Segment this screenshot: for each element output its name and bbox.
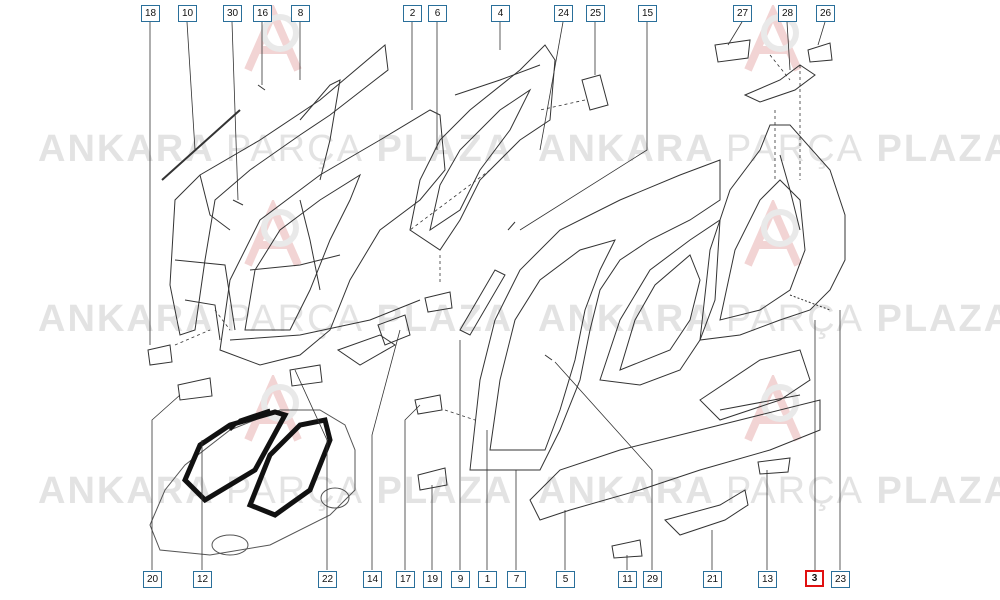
- watermark-logo-icon: [244, 5, 302, 72]
- callout-17[interactable]: 17: [396, 571, 415, 588]
- callout-27[interactable]: 27: [733, 5, 752, 22]
- callout-10[interactable]: 10: [178, 5, 197, 22]
- callout-7[interactable]: 7: [507, 571, 526, 588]
- callout-6[interactable]: 6: [428, 5, 447, 22]
- watermark-brand: ANKARA PARÇA PLAZA: [38, 128, 514, 170]
- callout-1[interactable]: 1: [478, 571, 497, 588]
- callout-18[interactable]: 18: [141, 5, 160, 22]
- callout-20[interactable]: 20: [143, 571, 162, 588]
- watermark-logo-icon: [244, 200, 302, 267]
- watermark-logo-icon: [744, 200, 802, 267]
- watermark-brand: ANKARA PARÇA PLAZA: [538, 128, 1000, 170]
- callout-25[interactable]: 25: [586, 5, 605, 22]
- callout-22[interactable]: 22: [318, 571, 337, 588]
- callout-3-highlighted[interactable]: 3: [805, 570, 824, 587]
- watermark-brand: ANKARA PARÇA PLAZA: [538, 298, 1000, 340]
- callout-19[interactable]: 19: [423, 571, 442, 588]
- watermark-brand: ANKARA PARÇA PLAZA: [38, 470, 514, 512]
- callout-16[interactable]: 16: [253, 5, 272, 22]
- callout-23[interactable]: 23: [831, 571, 850, 588]
- callout-4[interactable]: 4: [491, 5, 510, 22]
- callout-29[interactable]: 29: [643, 571, 662, 588]
- callout-11[interactable]: 11: [618, 571, 637, 588]
- callout-5[interactable]: 5: [556, 571, 575, 588]
- watermark-logo-icon: [744, 375, 802, 442]
- callout-12[interactable]: 12: [193, 571, 212, 588]
- callout-8[interactable]: 8: [291, 5, 310, 22]
- callout-28[interactable]: 28: [778, 5, 797, 22]
- callout-24[interactable]: 24: [554, 5, 573, 22]
- watermark-brand: ANKARA PARÇA PLAZA: [538, 470, 1000, 512]
- callout-21[interactable]: 21: [703, 571, 722, 588]
- car-thumbnail: [149, 408, 356, 556]
- callout-9[interactable]: 9: [451, 571, 470, 588]
- callout-13[interactable]: 13: [758, 571, 777, 588]
- callout-26[interactable]: 26: [816, 5, 835, 22]
- callout-2[interactable]: 2: [403, 5, 422, 22]
- callout-14[interactable]: 14: [363, 571, 382, 588]
- callout-15[interactable]: 15: [638, 5, 657, 22]
- watermark-brand: ANKARA PARÇA PLAZA: [38, 298, 514, 340]
- callout-30[interactable]: 30: [223, 5, 242, 22]
